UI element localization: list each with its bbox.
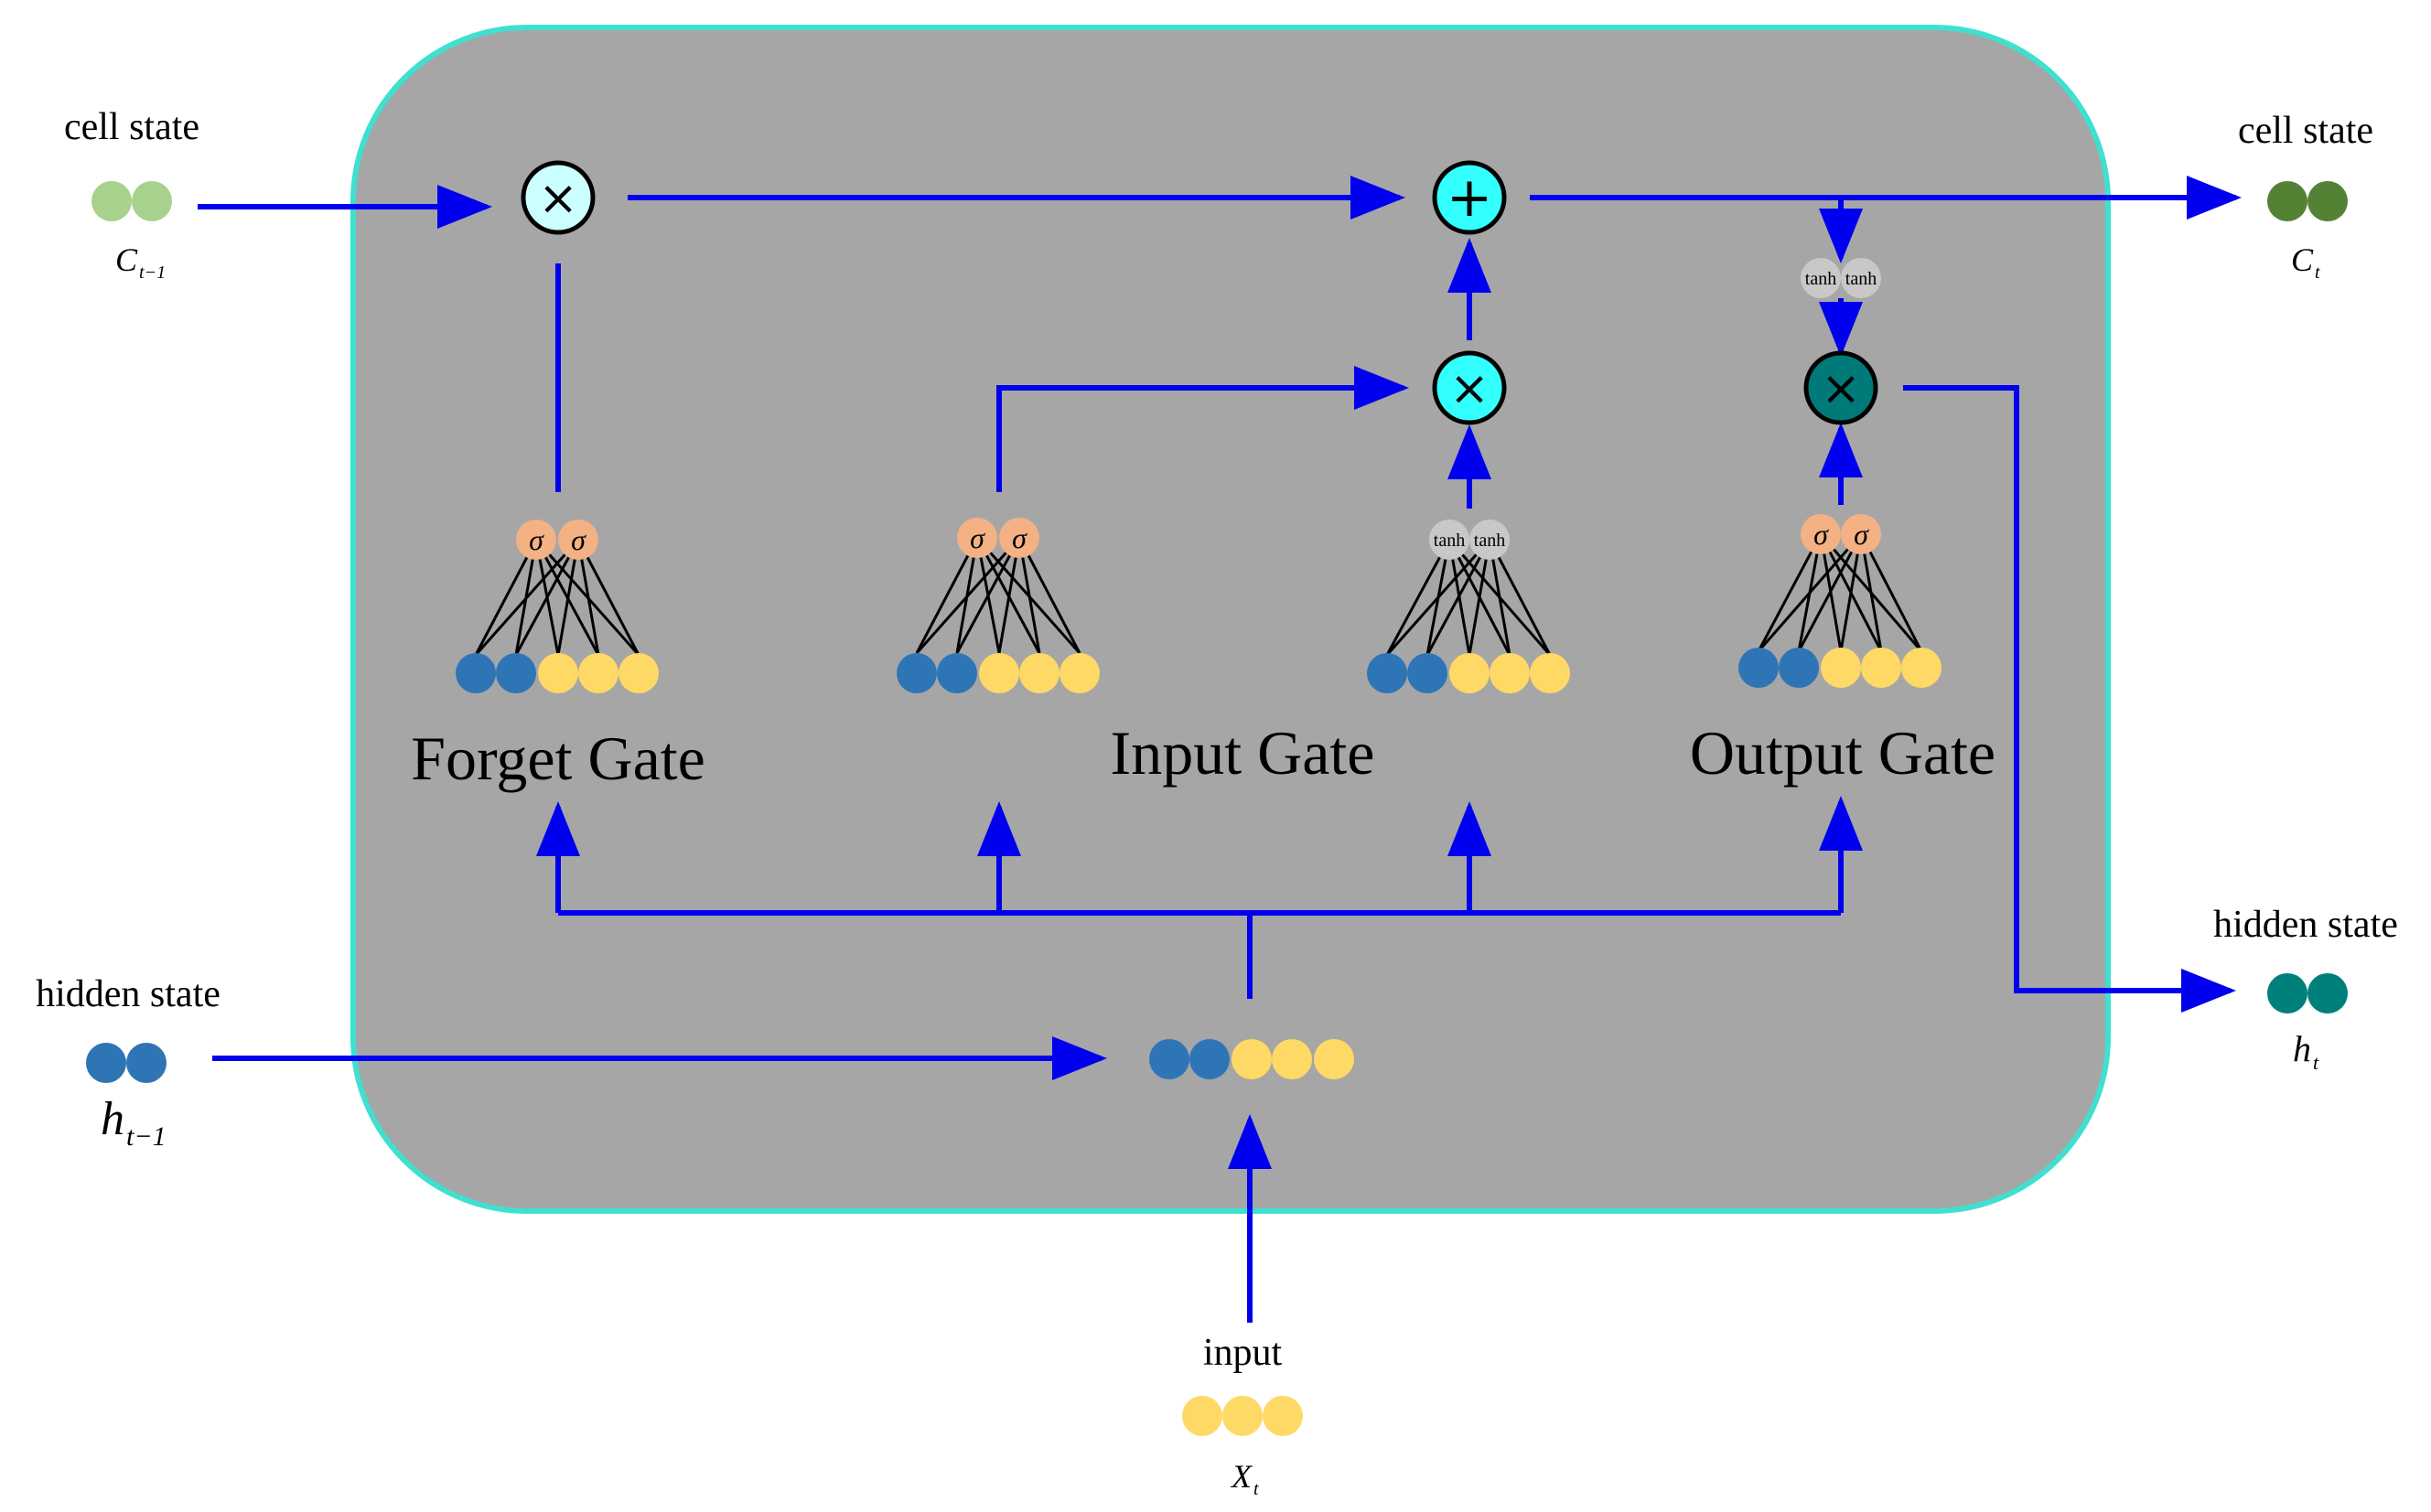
output-gate-network: σ σ [1738, 514, 1942, 688]
arrow-hidden-state-out [1903, 385, 2236, 1013]
multiply-icon: × [1821, 361, 1861, 416]
sigma-label: σ [1012, 521, 1027, 554]
forget-gate-network: σ σ [456, 520, 659, 693]
multiply-icon: × [1449, 361, 1490, 416]
input-multiply-op: × [1432, 350, 1507, 425]
lstm-cell-body [350, 25, 2111, 1214]
tanh-label: tanh [1434, 531, 1465, 551]
connection-lines [198, 176, 2242, 1323]
multiply-icon: × [538, 171, 578, 226]
sigma-label: σ [1854, 518, 1869, 551]
input-gate-tanh-network: tanh tanh [1367, 520, 1570, 693]
tanh-label: tanh [1845, 269, 1877, 289]
sigma-label: σ [970, 521, 985, 554]
sigma-label: σ [571, 523, 586, 556]
output-gate-label: Output Gate [1690, 718, 1995, 788]
output-multiply-op: × [1803, 350, 1878, 425]
hidden-state-in-symbol: ht−1 [101, 1093, 167, 1152]
tanh-label: tanh [1474, 531, 1505, 551]
hidden-state-in-label: hidden state [36, 973, 221, 1015]
sigma-label: σ [529, 523, 544, 556]
add-icon: + [1447, 166, 1492, 230]
forget-multiply-op: × [521, 160, 596, 235]
tanh-label: tanh [1805, 269, 1836, 289]
hidden-state-out-label: hidden state [2213, 904, 2398, 946]
output-tanh-pair: tanh tanh [1801, 258, 1881, 298]
concat-vector [1149, 1039, 1354, 1079]
cell-state-out-label: cell state [2238, 110, 2373, 152]
input-nodes [1182, 1396, 1303, 1436]
cell-state-in-label: cell state [64, 106, 199, 148]
cell-state-out-nodes [2267, 181, 2348, 221]
hidden-state-out-nodes [2267, 973, 2348, 1013]
input-gate-label: Input Gate [1111, 718, 1375, 788]
arrow-input-sigma-to-multiply [996, 366, 1409, 492]
cell-state-in-nodes [91, 181, 172, 221]
sigma-label: σ [1813, 518, 1829, 551]
forget-gate-label: Forget Gate [411, 724, 705, 793]
hidden-state-in-nodes [86, 1043, 167, 1083]
input-gate-sigma-network: σ σ [897, 518, 1100, 693]
hidden-state-out-symbol: ht [2293, 1028, 2319, 1074]
cell-add-op: + [1432, 160, 1507, 235]
input-label: input [1203, 1332, 1283, 1374]
